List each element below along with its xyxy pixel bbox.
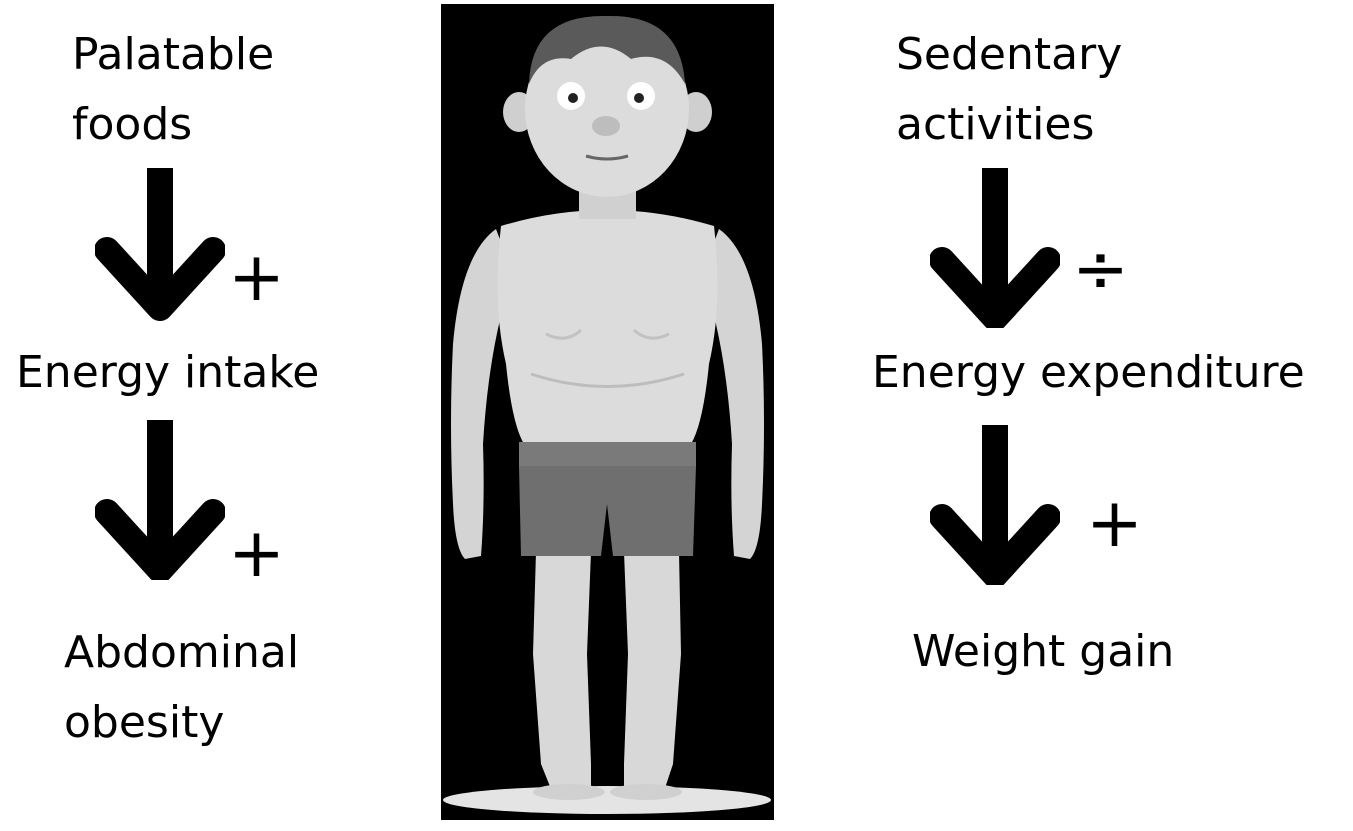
overweight-man-illustration bbox=[441, 4, 774, 820]
sedentary-activities-line-2: activities bbox=[896, 99, 1094, 150]
division-sign: ÷ bbox=[1072, 236, 1129, 304]
weight-gain-label: Weight gain bbox=[912, 617, 1174, 687]
down-arrow-icon bbox=[930, 168, 1060, 328]
palatable-foods-label: Palatable foods bbox=[72, 20, 274, 160]
plus-sign: + bbox=[228, 244, 285, 312]
palatable-foods-line-2: foods bbox=[72, 99, 192, 150]
abdominal-obesity-label: Abdominal obesity bbox=[64, 618, 299, 758]
abdominal-obesity-line-1: Abdominal bbox=[64, 627, 299, 678]
palatable-foods-line-1: Palatable bbox=[72, 29, 274, 80]
sedentary-activities-line-1: Sedentary bbox=[896, 29, 1122, 80]
sedentary-activities-label: Sedentary activities bbox=[896, 20, 1122, 160]
plus-sign: + bbox=[1086, 490, 1143, 558]
energy-intake-label: Energy intake bbox=[16, 338, 319, 408]
energy-expenditure-label: Energy expenditure bbox=[872, 338, 1305, 408]
down-arrow-icon bbox=[930, 425, 1060, 585]
abdominal-obesity-line-2: obesity bbox=[64, 697, 224, 748]
down-arrow-icon bbox=[95, 168, 225, 328]
down-arrow-icon bbox=[95, 420, 225, 580]
plus-sign: + bbox=[228, 520, 285, 588]
